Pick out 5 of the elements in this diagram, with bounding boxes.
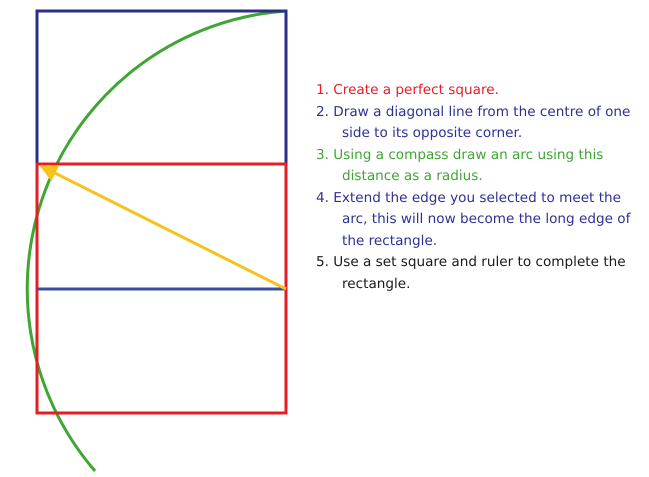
instruction-step: 3. Using a compass draw an arc using this distance as a radius. xyxy=(316,144,649,188)
instruction-step: 2. Draw a diagonal line from the centre of one side to its opposite corner. xyxy=(316,102,649,144)
instruction-step: 4. Extend the edge you selected to meet the arc, this will now become the long edge of the rectangle. xyxy=(316,188,649,252)
instruction-step: 1. Create a perfect square. xyxy=(316,80,649,102)
instruction-step: 5. Use a set square and ruler to complete the rectangle. xyxy=(316,252,649,295)
